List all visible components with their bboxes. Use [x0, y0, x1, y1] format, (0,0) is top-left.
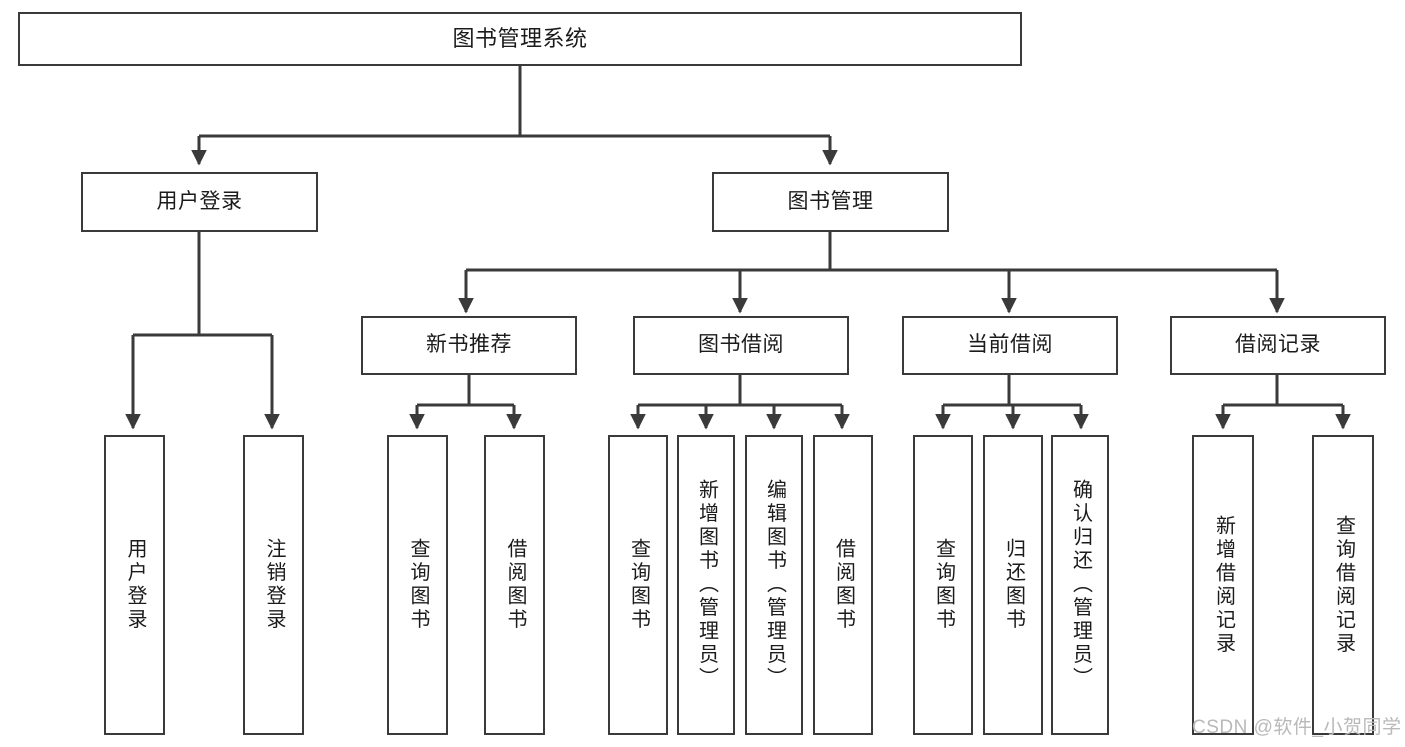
- node-label: 当前借阅: [967, 333, 1053, 357]
- node-borrow-records[interactable]: 借阅记录: [1170, 316, 1386, 375]
- leaf-query-books-recommend[interactable]: 查询图书: [387, 435, 448, 735]
- node-label: 编辑图书（管理员）: [763, 479, 786, 691]
- leaf-edit-book-admin[interactable]: 编辑图书（管理员）: [745, 435, 803, 735]
- node-label: 查询借阅记录: [1332, 514, 1355, 656]
- node-label: 用户登录: [156, 189, 243, 213]
- node-label: 新增借阅记录: [1212, 514, 1235, 656]
- node-label: 借阅记录: [1235, 333, 1321, 357]
- leaf-return-books[interactable]: 归还图书: [983, 435, 1043, 735]
- node-label: 借阅图书: [832, 538, 855, 632]
- leaf-query-borrow-record[interactable]: 查询借阅记录: [1312, 435, 1374, 735]
- node-new-book-recommend[interactable]: 新书推荐: [361, 316, 577, 375]
- leaf-query-books-current[interactable]: 查询图书: [913, 435, 973, 735]
- csdn-watermark: CSDN @软件_小贺同学: [1192, 717, 1402, 738]
- node-label: 归还图书: [1002, 538, 1025, 632]
- node-label: 查询图书: [627, 538, 650, 632]
- node-current-borrow[interactable]: 当前借阅: [902, 316, 1118, 375]
- leaf-query-books-borrow[interactable]: 查询图书: [608, 435, 668, 735]
- leaf-add-book-admin[interactable]: 新增图书（管理员）: [677, 435, 735, 735]
- leaf-borrow-books-recommend[interactable]: 借阅图书: [484, 435, 545, 735]
- node-label: 新书推荐: [426, 333, 512, 357]
- node-label: 借阅图书: [504, 538, 526, 632]
- node-label: 图书管理系统: [452, 26, 588, 52]
- node-book-borrow[interactable]: 图书借阅: [633, 316, 849, 375]
- node-label: 用户登录: [124, 538, 146, 632]
- node-root-system[interactable]: 图书管理系统: [18, 12, 1022, 66]
- node-user-login[interactable]: 用户登录: [81, 172, 318, 232]
- node-label: 确认归还（管理员）: [1069, 479, 1092, 691]
- node-label: 注销登录: [263, 538, 285, 632]
- node-label: 新增图书（管理员）: [695, 479, 718, 691]
- leaf-confirm-return-admin[interactable]: 确认归还（管理员）: [1051, 435, 1109, 735]
- node-label: 图书借阅: [698, 333, 784, 357]
- node-label: 查询图书: [932, 538, 955, 632]
- node-label: 图书管理: [787, 189, 874, 213]
- node-book-management[interactable]: 图书管理: [712, 172, 949, 232]
- leaf-borrow-books[interactable]: 借阅图书: [813, 435, 873, 735]
- leaf-logout[interactable]: 注销登录: [243, 435, 304, 735]
- leaf-add-borrow-record[interactable]: 新增借阅记录: [1192, 435, 1254, 735]
- leaf-user-login[interactable]: 用户登录: [104, 435, 165, 735]
- node-label: 查询图书: [407, 538, 429, 632]
